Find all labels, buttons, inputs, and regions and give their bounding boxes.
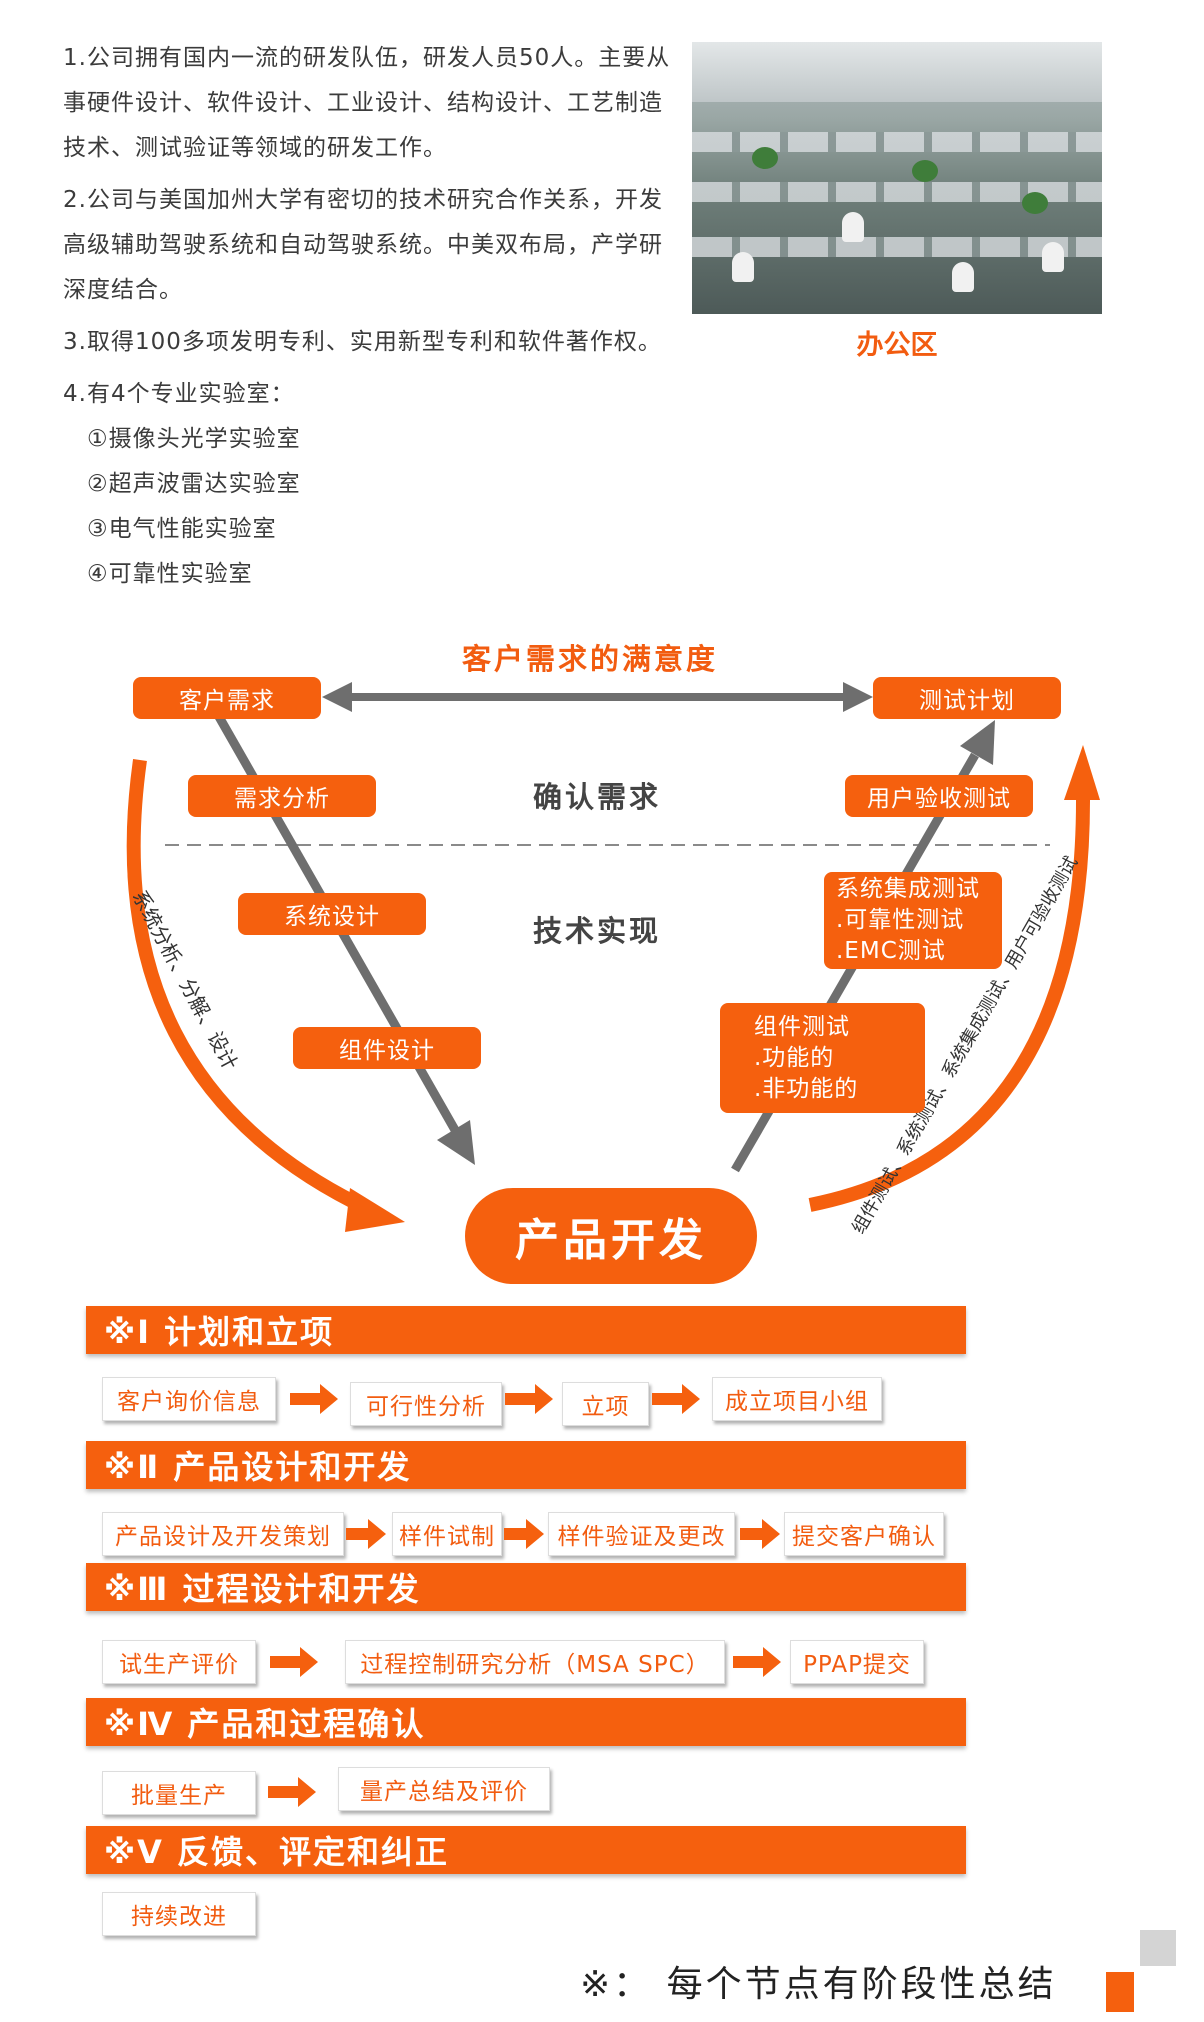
phase-3-bar: ※Ⅲ 过程设计和开发	[86, 1563, 966, 1611]
requirement-analysis-box: 需求分析	[188, 775, 376, 817]
arrow-right-icon	[270, 1647, 318, 1677]
component-test-line: 组件测试	[754, 1013, 850, 1040]
arrow-right-icon	[346, 1519, 386, 1549]
component-test-line: .非功能的	[754, 1075, 859, 1102]
right-arc-arrow-icon	[1064, 745, 1100, 800]
phase-2-bar: ※Ⅱ 产品设计和开发	[86, 1441, 966, 1489]
arrow-right-icon	[268, 1777, 316, 1807]
intro-paragraph-1: 1.公司拥有国内一流的研发队伍，研发人员50人。主要从事硬件设计、软件设计、工业…	[63, 45, 671, 161]
system-design-box: 系统设计	[238, 893, 426, 935]
arrow-head-right-icon	[843, 682, 873, 712]
step-feasibility: 可行性分析	[350, 1382, 502, 1426]
step-mass-production: 批量生产	[102, 1771, 256, 1815]
test-plan-box: 测试计划	[873, 677, 1061, 719]
step-project-approval: 立项	[562, 1382, 649, 1426]
component-design-box: 组件设计	[293, 1027, 481, 1069]
step-production-summary: 量产总结及评价	[338, 1767, 550, 1811]
component-test-box: 组件测试 .功能的 .非功能的	[720, 1003, 925, 1113]
arrow-right-icon	[733, 1647, 781, 1677]
lab-item: ④可靠性实验室	[87, 561, 253, 587]
left-arc-arrow-icon	[345, 1188, 405, 1232]
step-trial-production: 试生产评价	[102, 1640, 256, 1684]
intro-text: 1.公司拥有国内一流的研发队伍，研发人员50人。主要从事硬件设计、软件设计、工业…	[63, 36, 683, 597]
lab-item: ②超声波雷达实验室	[87, 471, 301, 497]
satisfaction-title: 客户需求的满意度	[462, 642, 719, 676]
arrow-right-icon	[505, 1384, 553, 1414]
photo-caption: 办公区	[856, 330, 938, 361]
lab-item: ③电气性能实验室	[87, 516, 277, 542]
step-customer-confirmation: 提交客户确认	[784, 1512, 944, 1556]
confirm-requirements-label: 确认需求	[533, 780, 662, 814]
integration-test-line: 系统集成测试	[836, 876, 980, 902]
test-arrow-head-icon	[960, 720, 995, 765]
step-sample-trial: 样件试制	[392, 1512, 502, 1556]
arrow-head-left-icon	[322, 682, 352, 712]
step-project-team: 成立项目小组	[712, 1377, 882, 1421]
design-arrow-head-icon	[437, 1120, 475, 1165]
component-test-line: .功能的	[754, 1044, 835, 1071]
right-orange-arc	[808, 794, 1091, 1212]
step-design-planning: 产品设计及开发策划	[102, 1512, 344, 1556]
phase-1-bar: ※Ⅰ 计划和立项	[86, 1306, 966, 1354]
user-acceptance-test-box: 用户验收测试	[845, 775, 1033, 817]
footer-note: ※： 每个节点有阶段性总结	[580, 1964, 1057, 2005]
integration-test-line: .EMC测试	[836, 938, 946, 964]
step-ppap: PPAP提交	[790, 1640, 924, 1684]
office-photo	[692, 42, 1102, 314]
decor-orange-square	[1106, 1972, 1134, 2012]
phase-5-bar: ※Ⅴ 反馈、评定和纠正	[86, 1826, 966, 1874]
lab-item: ①摄像头光学实验室	[87, 426, 301, 452]
step-sample-verification: 样件验证及更改	[548, 1512, 735, 1556]
lab-list: ①摄像头光学实验室 ②超声波雷达实验室 ③电气性能实验室 ④可靠性实验室	[63, 417, 683, 597]
intro-paragraph-3: 3.取得100多项发明专利、实用新型专利和软件著作权。	[63, 329, 662, 355]
step-customer-inquiry: 客户询价信息	[102, 1377, 276, 1421]
phase-4-bar: ※Ⅳ 产品和过程确认	[86, 1698, 966, 1746]
customer-requirement-box: 客户需求	[133, 677, 321, 719]
decor-gray-square	[1140, 1930, 1176, 1966]
step-continuous-improvement: 持续改进	[102, 1892, 256, 1936]
integration-test-box: 系统集成测试 .可靠性测试 .EMC测试	[824, 872, 1002, 969]
arrow-right-icon	[504, 1519, 544, 1549]
intro-paragraph-2: 2.公司与美国加州大学有密切的技术研究合作关系，开发高级辅助驾驶系统和自动驾驶系…	[63, 187, 663, 303]
left-orange-arc	[126, 759, 373, 1217]
technical-implementation-label: 技术实现	[533, 914, 662, 948]
product-development-center: 产品开发	[465, 1188, 757, 1284]
arrow-right-icon	[740, 1519, 780, 1549]
arrow-right-icon	[290, 1384, 338, 1414]
step-process-control: 过程控制研究分析（MSA SPC）	[345, 1640, 725, 1684]
arrow-right-icon	[652, 1384, 700, 1414]
integration-test-line: .可靠性测试	[836, 907, 965, 933]
intro-paragraph-4: 4.有4个专业实验室：	[63, 381, 295, 407]
